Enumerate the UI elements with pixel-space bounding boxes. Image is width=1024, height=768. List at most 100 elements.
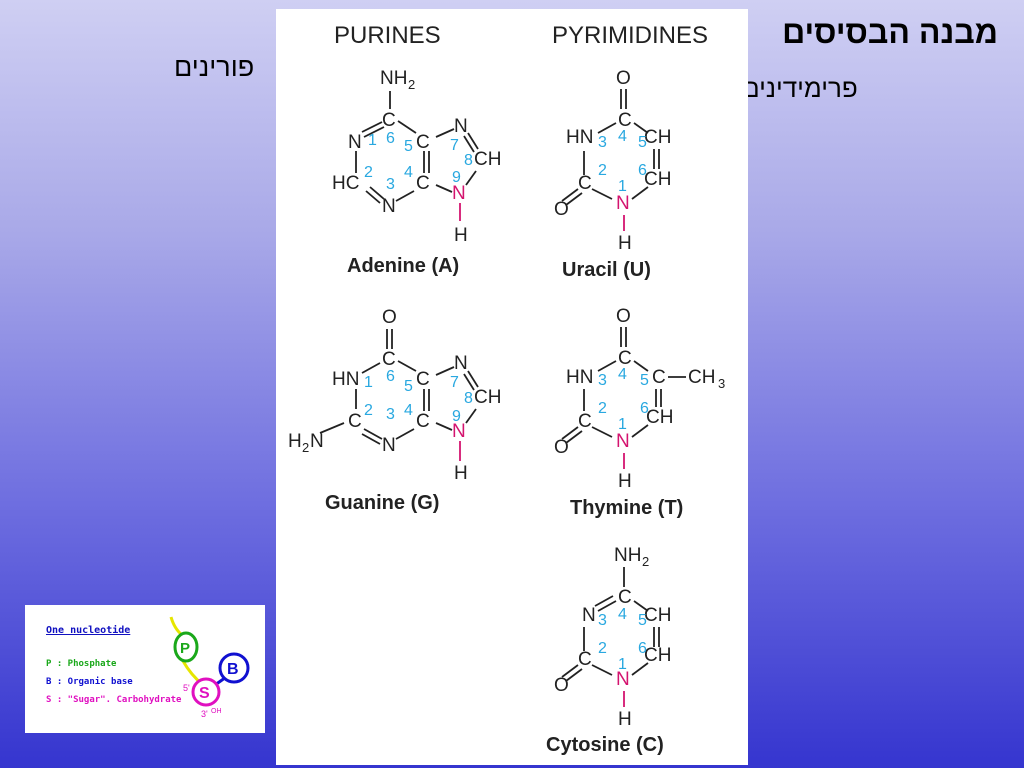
uracil-label: Uracil (U) xyxy=(562,259,651,281)
svg-text:9: 9 xyxy=(452,408,461,425)
svg-text:3: 3 xyxy=(386,406,395,423)
svg-text:N: N xyxy=(616,431,630,452)
svg-text:NH: NH xyxy=(614,545,641,566)
sugar-symbol: S xyxy=(199,685,210,702)
purines-header: PURINES xyxy=(334,22,441,49)
svg-text:CH: CH xyxy=(644,127,671,148)
uracil-structure: O C HN CH C CH O N H 3 4 5 6 1 2 xyxy=(554,68,671,254)
svg-text:N: N xyxy=(616,669,630,690)
legend-base: B : Organic base xyxy=(46,676,133,687)
thymine-label: Thymine (T) xyxy=(570,497,683,519)
svg-text:C: C xyxy=(382,349,396,370)
svg-text:O: O xyxy=(382,307,397,328)
svg-text:CH: CH xyxy=(474,149,501,170)
pyrimidines-hebrew-label: פרימידינים xyxy=(742,73,858,103)
svg-text:C: C xyxy=(618,110,632,131)
svg-text:C: C xyxy=(416,132,430,153)
legend-sugar: S : "Sugar". Carbohydrate xyxy=(46,695,182,705)
svg-text:4: 4 xyxy=(618,366,627,383)
svg-text:8: 8 xyxy=(464,390,473,407)
svg-text:6: 6 xyxy=(638,640,647,657)
legend-phosphate: P : Phosphate xyxy=(46,659,117,669)
five-prime-label: 5' xyxy=(183,683,190,693)
svg-text:CH: CH xyxy=(474,387,501,408)
svg-text:6: 6 xyxy=(386,130,395,147)
svg-text:H: H xyxy=(454,225,468,246)
nucleotide-diagram: One nucleotide P : Phosphate B : Organic… xyxy=(46,616,250,719)
svg-text:CH: CH xyxy=(644,605,671,626)
phosphate-symbol: P xyxy=(180,640,190,657)
svg-text:HN: HN xyxy=(566,367,593,388)
svg-text:N: N xyxy=(616,193,630,214)
svg-text:N: N xyxy=(310,431,324,452)
svg-text:NH: NH xyxy=(380,68,407,89)
svg-text:2: 2 xyxy=(598,640,607,657)
svg-text:CH: CH xyxy=(688,367,715,388)
base-symbol: B xyxy=(227,661,239,678)
svg-text:4: 4 xyxy=(404,402,413,419)
hydroxyl-label: OH xyxy=(211,708,222,715)
svg-text:2: 2 xyxy=(408,77,415,92)
guanine-label: Guanine (G) xyxy=(325,492,439,514)
base-circle xyxy=(218,652,250,684)
svg-text:9: 9 xyxy=(452,169,461,186)
svg-text:O: O xyxy=(616,306,631,327)
svg-text:2: 2 xyxy=(302,440,309,455)
svg-text:CH: CH xyxy=(644,169,671,190)
svg-text:H: H xyxy=(618,233,632,254)
adenine-label: Adenine (A) xyxy=(347,255,459,277)
svg-text:1: 1 xyxy=(618,178,627,195)
svg-text:N: N xyxy=(452,183,466,204)
svg-text:N: N xyxy=(452,421,466,442)
svg-text:N: N xyxy=(382,196,396,217)
svg-text:6: 6 xyxy=(638,162,647,179)
svg-text:N: N xyxy=(582,605,596,626)
svg-text:C: C xyxy=(652,367,666,388)
svg-text:5: 5 xyxy=(638,134,647,151)
nucleotide-legend: One nucleotide P : Phosphate B : Organic… xyxy=(25,605,265,733)
phosphate-circle xyxy=(173,631,199,663)
svg-text:5: 5 xyxy=(640,372,649,389)
svg-text:O: O xyxy=(554,675,569,696)
svg-text:5: 5 xyxy=(404,138,413,155)
svg-text:HN: HN xyxy=(566,127,593,148)
svg-text:H: H xyxy=(618,471,632,492)
svg-text:2: 2 xyxy=(364,402,373,419)
svg-text:7: 7 xyxy=(450,374,459,391)
svg-text:3: 3 xyxy=(598,372,607,389)
svg-text:1: 1 xyxy=(364,374,373,391)
svg-text:2: 2 xyxy=(598,400,607,417)
svg-text:N: N xyxy=(382,435,396,456)
svg-text:2: 2 xyxy=(642,554,649,569)
svg-text:C: C xyxy=(348,411,362,432)
svg-text:6: 6 xyxy=(640,400,649,417)
svg-text:HN: HN xyxy=(332,369,359,390)
svg-text:N: N xyxy=(348,132,362,153)
svg-text:4: 4 xyxy=(404,164,413,181)
svg-text:C: C xyxy=(416,173,430,194)
svg-text:O: O xyxy=(554,199,569,220)
svg-text:C: C xyxy=(578,411,592,432)
svg-text:2: 2 xyxy=(364,164,373,181)
svg-text:3: 3 xyxy=(386,176,395,193)
svg-text:1: 1 xyxy=(368,132,377,149)
svg-text:H: H xyxy=(288,431,302,452)
purines-hebrew-label: פורינים xyxy=(174,52,255,82)
svg-text:O: O xyxy=(616,68,631,89)
svg-text:C: C xyxy=(578,649,592,670)
cytosine-label: Cytosine (C) xyxy=(546,734,664,756)
three-prime-label: 3' xyxy=(201,709,208,719)
svg-text:C: C xyxy=(578,173,592,194)
svg-text:4: 4 xyxy=(618,128,627,145)
svg-text:1: 1 xyxy=(618,656,627,673)
svg-text:CH: CH xyxy=(646,407,673,428)
nucleotide-title: One nucleotide xyxy=(46,624,130,636)
svg-text:N: N xyxy=(454,116,468,137)
svg-text:3: 3 xyxy=(598,612,607,629)
svg-text:C: C xyxy=(382,110,396,131)
